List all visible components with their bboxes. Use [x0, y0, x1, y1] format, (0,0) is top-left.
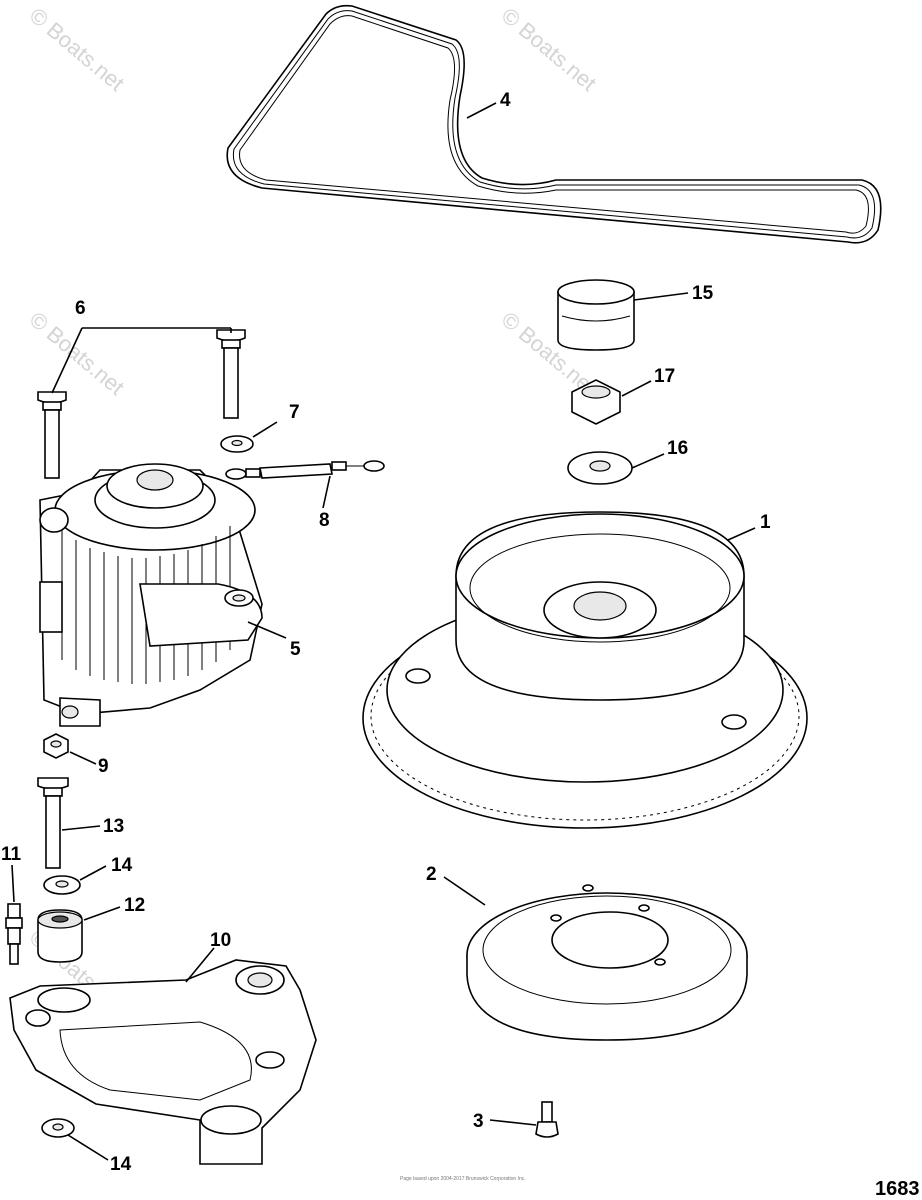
callout-8: 8 [319, 510, 330, 531]
callout-4: 4 [500, 90, 511, 111]
plate-drawing [466, 884, 748, 1041]
callout-labels: 1 2 3 4 5 6 7 8 9 10 11 12 13 14 15 16 1… [1, 90, 771, 1175]
bolt-drawing [37, 777, 69, 869]
belt-drawing [226, 4, 882, 244]
ground-strap-drawing [225, 460, 385, 480]
callout-15: 15 [692, 283, 714, 304]
callout-11: 11 [1, 844, 22, 865]
footer-text: Page based upon 2004-2017 Brunswick Corp… [400, 1176, 526, 1182]
leader-lines [11, 102, 756, 1161]
callout-2: 2 [426, 864, 437, 885]
callout-17: 17 [654, 366, 675, 387]
bolt-drawing [37, 329, 246, 479]
callout-5: 5 [290, 639, 301, 660]
stud-drawing [5, 903, 23, 965]
cap-drawing [557, 279, 635, 351]
callout-14: 14 [110, 1154, 132, 1175]
watermark: © Boats.net [25, 307, 129, 400]
callout-7: 7 [289, 402, 300, 423]
sleeve-drawing [37, 909, 83, 963]
callout-1: 1 [760, 512, 771, 533]
washer-drawing [41, 875, 81, 1138]
callout-10: 10 [210, 930, 231, 951]
watermark: © Boats.net [497, 3, 601, 96]
callout-12: 12 [124, 895, 145, 916]
callout-6: 6 [75, 298, 86, 319]
callout-9: 9 [98, 756, 109, 777]
flywheel-drawing [362, 511, 808, 829]
washer-drawing [567, 451, 633, 485]
alternator-drawing [39, 463, 263, 727]
callout-16: 16 [667, 438, 688, 459]
washer-drawing [220, 435, 254, 453]
watermark: © Boats.net [25, 3, 129, 96]
bracket-drawing [9, 959, 317, 1165]
callout-13: 13 [103, 816, 124, 837]
callout-14: 14 [111, 855, 133, 876]
nut-drawing [571, 379, 621, 425]
nut-drawing [43, 733, 69, 759]
page-number: 1683 [875, 1178, 920, 1200]
screw-drawing [535, 1101, 559, 1138]
callout-3: 3 [473, 1111, 484, 1132]
